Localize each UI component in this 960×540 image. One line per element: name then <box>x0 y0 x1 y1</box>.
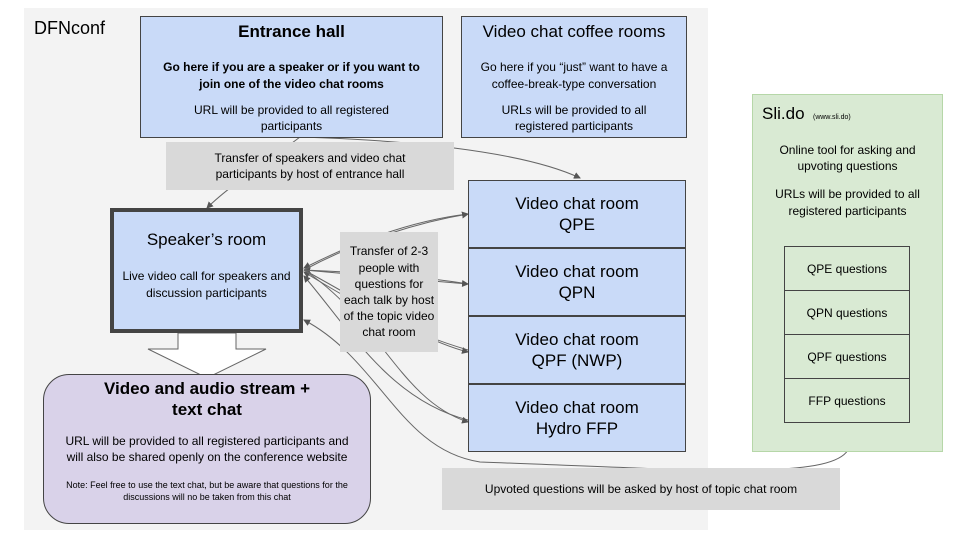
coffee-rooms-note: URLs will be provided to all registered … <box>501 102 647 133</box>
upvoted-text: Upvoted questions will be asked by host … <box>484 481 798 496</box>
stream-note: Note: Feel free to use the text chat, bu… <box>66 479 348 503</box>
video-room-ffp-line1: Video chat room <box>515 397 639 417</box>
video-room-qpe-line2: QPE <box>559 215 595 234</box>
coffee-rooms-box: Video chat coffee rooms Go here if you “… <box>461 16 687 138</box>
stream-desc: URL will be provided to all registered p… <box>65 433 349 464</box>
slido-question-ffp: FFP questions <box>784 378 910 423</box>
slido-url: (www.sli.do) <box>812 114 851 121</box>
transfer-speakers-text: Transfer of speakers and video chat part… <box>214 150 406 181</box>
speakers-room-box: Speaker’s room Live video call for speak… <box>110 208 303 333</box>
speakers-room-desc: Live video call for speakers and discuss… <box>122 269 291 300</box>
arrow-ffp-to-speakers <box>303 275 469 421</box>
arrow-speakers-to-ffp <box>303 269 469 424</box>
video-room-ffp: Video chat room Hydro FFP <box>468 384 686 452</box>
entrance-hall-box: Entrance hall Go here if you are a speak… <box>140 16 443 138</box>
slido-question-qpn: QPN questions <box>784 290 910 335</box>
video-room-qpe-line1: Video chat room <box>515 193 639 213</box>
video-room-qpn-line1: Video chat room <box>515 261 639 281</box>
slido-question-qpn-label: QPN questions <box>806 305 888 320</box>
transfer-speakers-label: Transfer of speakers and video chat part… <box>166 142 454 190</box>
entrance-hall-title: Entrance hall <box>238 22 345 41</box>
upvoted-label: Upvoted questions will be asked by host … <box>442 468 840 510</box>
video-room-ffp-line2: Hydro FFP <box>535 419 619 438</box>
transfer-questions-text: Transfer of 2-3 people with questions fo… <box>343 244 435 340</box>
stream-down-arrow <box>147 332 267 379</box>
slido-question-qpe: QPE questions <box>784 246 910 291</box>
arrow-slido-to-speakers <box>303 319 849 471</box>
coffee-rooms-title: Video chat coffee rooms <box>482 22 666 41</box>
speakers-room-title: Speaker’s room <box>146 230 267 249</box>
slido-note: URLs will be provided to all registered … <box>775 187 920 218</box>
slido-question-qpe-label: QPE questions <box>806 261 888 276</box>
arrow-entrance-to-rooms <box>299 136 581 179</box>
transfer-questions-label: Transfer of 2-3 people with questions fo… <box>340 232 438 352</box>
stream-title: Video and audio stream + text chat <box>103 379 311 420</box>
slido-question-ffp-label: FFP questions <box>808 393 886 408</box>
video-room-qpf-line2: QPF (NWP) <box>531 351 623 370</box>
slido-desc: Online tool for asking and upvoting ques… <box>779 143 916 174</box>
video-room-qpn-line2: QPN <box>558 283 596 302</box>
entrance-hall-note: URL will be provided to all registered p… <box>194 102 389 133</box>
conference-title: DFNconf <box>34 18 106 38</box>
slido-title: Sli.do <box>762 104 805 123</box>
coffee-rooms-desc: Go here if you “just” want to have a cof… <box>480 60 668 91</box>
slido-question-qpf: QPF questions <box>784 334 910 379</box>
slido-question-qpf-label: QPF questions <box>807 349 887 364</box>
video-room-qpn: Video chat room QPN <box>468 248 686 316</box>
stream-box: Video and audio stream + text chat URL w… <box>43 374 371 524</box>
video-room-qpf: Video chat room QPF (NWP) <box>468 316 686 384</box>
entrance-hall-subtitle: Go here if you are a speaker or if you w… <box>163 60 420 91</box>
video-room-qpf-line1: Video chat room <box>515 329 639 349</box>
video-room-qpe: Video chat room QPE <box>468 180 686 248</box>
